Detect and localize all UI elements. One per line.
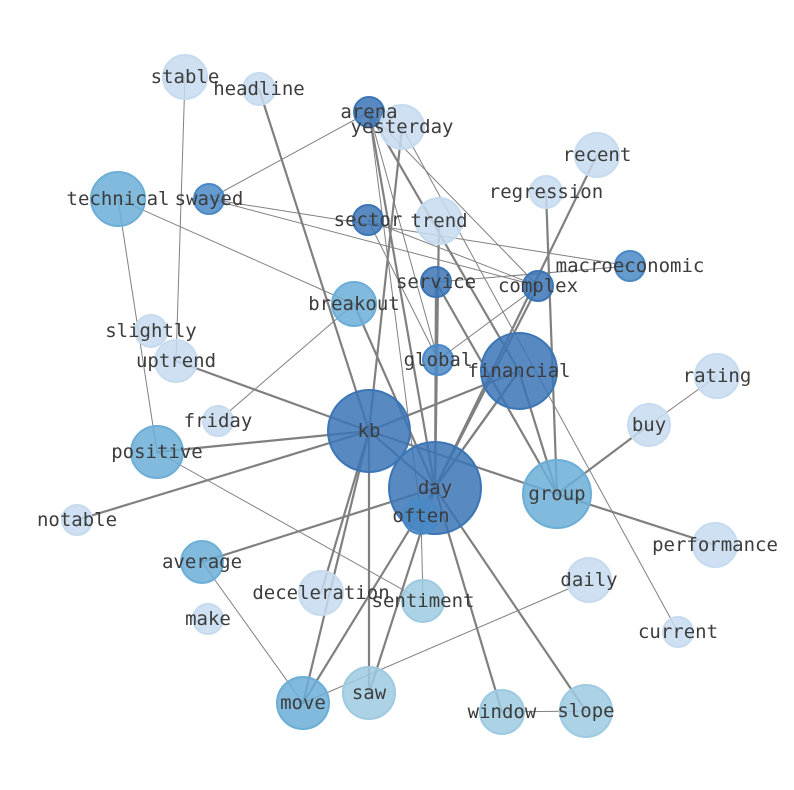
node-breakout[interactable]	[331, 281, 377, 327]
edge-arena-global	[368, 111, 439, 361]
edge-technical-breakout	[117, 198, 355, 305]
node-label-rating: rating	[683, 365, 752, 387]
node-performance[interactable]	[692, 522, 738, 568]
node-label-performance: performance	[652, 534, 778, 556]
edge-stable-uptrend	[175, 76, 186, 362]
node-label-service: service	[396, 271, 476, 293]
node-label-sentiment: sentiment	[372, 590, 475, 612]
node-layer	[61, 54, 740, 738]
node-label-uptrend: uptrend	[136, 350, 216, 372]
edge-sector-complex	[367, 219, 539, 287]
node-positive[interactable]	[130, 425, 184, 479]
node-group[interactable]	[522, 459, 592, 529]
node-label-stable: stable	[151, 66, 220, 88]
edge-move-average	[201, 561, 304, 704]
node-trend[interactable]	[415, 197, 463, 245]
node-label-slope: slope	[557, 700, 614, 722]
node-rating[interactable]	[694, 353, 740, 399]
edge-swayed-complex	[208, 198, 539, 287]
node-kb[interactable]	[327, 389, 411, 473]
node-label-saw: saw	[352, 682, 387, 704]
node-slope[interactable]	[559, 684, 613, 738]
node-label-friday: friday	[184, 410, 253, 432]
node-complex[interactable]	[522, 270, 554, 302]
node-window[interactable]	[479, 689, 525, 735]
node-move[interactable]	[276, 676, 330, 730]
node-headline[interactable]	[242, 72, 276, 106]
node-label-global: global	[404, 349, 473, 371]
node-label-breakout: breakout	[308, 293, 400, 315]
node-label-recent: recent	[563, 144, 632, 166]
node-label-regression: regression	[489, 181, 603, 203]
node-label-buy: buy	[632, 414, 666, 436]
node-label-technical: technical	[67, 188, 170, 210]
node-stable[interactable]	[162, 54, 208, 100]
node-label-group: group	[528, 483, 585, 505]
node-daily[interactable]	[566, 557, 612, 603]
node-label-slightly: slightly	[105, 320, 197, 342]
node-label-sector: sector	[334, 209, 403, 231]
node-current[interactable]	[662, 616, 694, 648]
node-technical[interactable]	[90, 171, 146, 227]
edge-layer	[75, 76, 718, 714]
node-deceleration[interactable]	[298, 570, 344, 616]
node-often[interactable]	[402, 497, 440, 535]
edge-yesterday-kb	[367, 125, 404, 433]
node-label-trend: trend	[410, 210, 467, 232]
node-label-positive: positive	[111, 441, 203, 463]
node-label-kb: kb	[358, 420, 381, 442]
node-friday[interactable]	[202, 405, 234, 437]
edge-complex-global	[437, 285, 539, 361]
edge-positive-sentiment	[156, 451, 424, 602]
node-regression[interactable]	[529, 175, 563, 209]
node-buy[interactable]	[627, 403, 671, 447]
node-uptrend[interactable]	[154, 339, 198, 383]
node-make[interactable]	[192, 603, 224, 635]
node-global[interactable]	[422, 344, 454, 376]
node-swayed[interactable]	[193, 183, 225, 215]
node-label-complex: complex	[498, 275, 578, 297]
edge-recent-day	[433, 153, 599, 490]
node-arena[interactable]	[353, 96, 385, 128]
node-sector[interactable]	[352, 204, 384, 236]
node-sentiment[interactable]	[401, 579, 445, 623]
node-label-daily: daily	[560, 569, 617, 591]
node-label-macroeconomic: macroeconomic	[556, 255, 705, 277]
node-macroeconomic[interactable]	[614, 250, 646, 282]
node-label-often: often	[392, 505, 449, 527]
node-label-window: window	[468, 701, 537, 723]
edge-regression-group	[544, 190, 559, 496]
node-service[interactable]	[420, 266, 452, 298]
node-label-financial: financial	[468, 360, 571, 382]
node-saw[interactable]	[342, 666, 396, 720]
edge-friday-breakout	[217, 303, 355, 422]
node-label-current: current	[638, 621, 718, 643]
node-average[interactable]	[180, 540, 224, 584]
node-yesterday[interactable]	[379, 104, 425, 150]
node-financial[interactable]	[480, 332, 558, 410]
node-label-move: move	[280, 692, 326, 714]
edge-kb-move	[301, 429, 371, 705]
edge-kb-notable	[75, 429, 371, 522]
node-recent[interactable]	[574, 132, 620, 178]
node-label-swayed: swayed	[175, 188, 244, 210]
edge-swayed-arena	[208, 111, 370, 200]
node-label-yesterday: yesterday	[351, 116, 454, 138]
edge-headline-kb	[257, 87, 371, 433]
node-notable[interactable]	[61, 504, 93, 536]
node-label-average: average	[162, 551, 242, 573]
node-label-deceleration: deceleration	[252, 582, 389, 604]
node-label-headline: headline	[213, 78, 305, 100]
node-label-notable: notable	[37, 509, 117, 531]
edge-arena-day	[367, 110, 437, 490]
edge-sector-global	[367, 219, 439, 361]
node-label-make: make	[185, 608, 231, 630]
node-label-arena: arena	[340, 101, 397, 123]
node-label-day: day	[418, 477, 452, 499]
node-slightly[interactable]	[134, 314, 168, 348]
